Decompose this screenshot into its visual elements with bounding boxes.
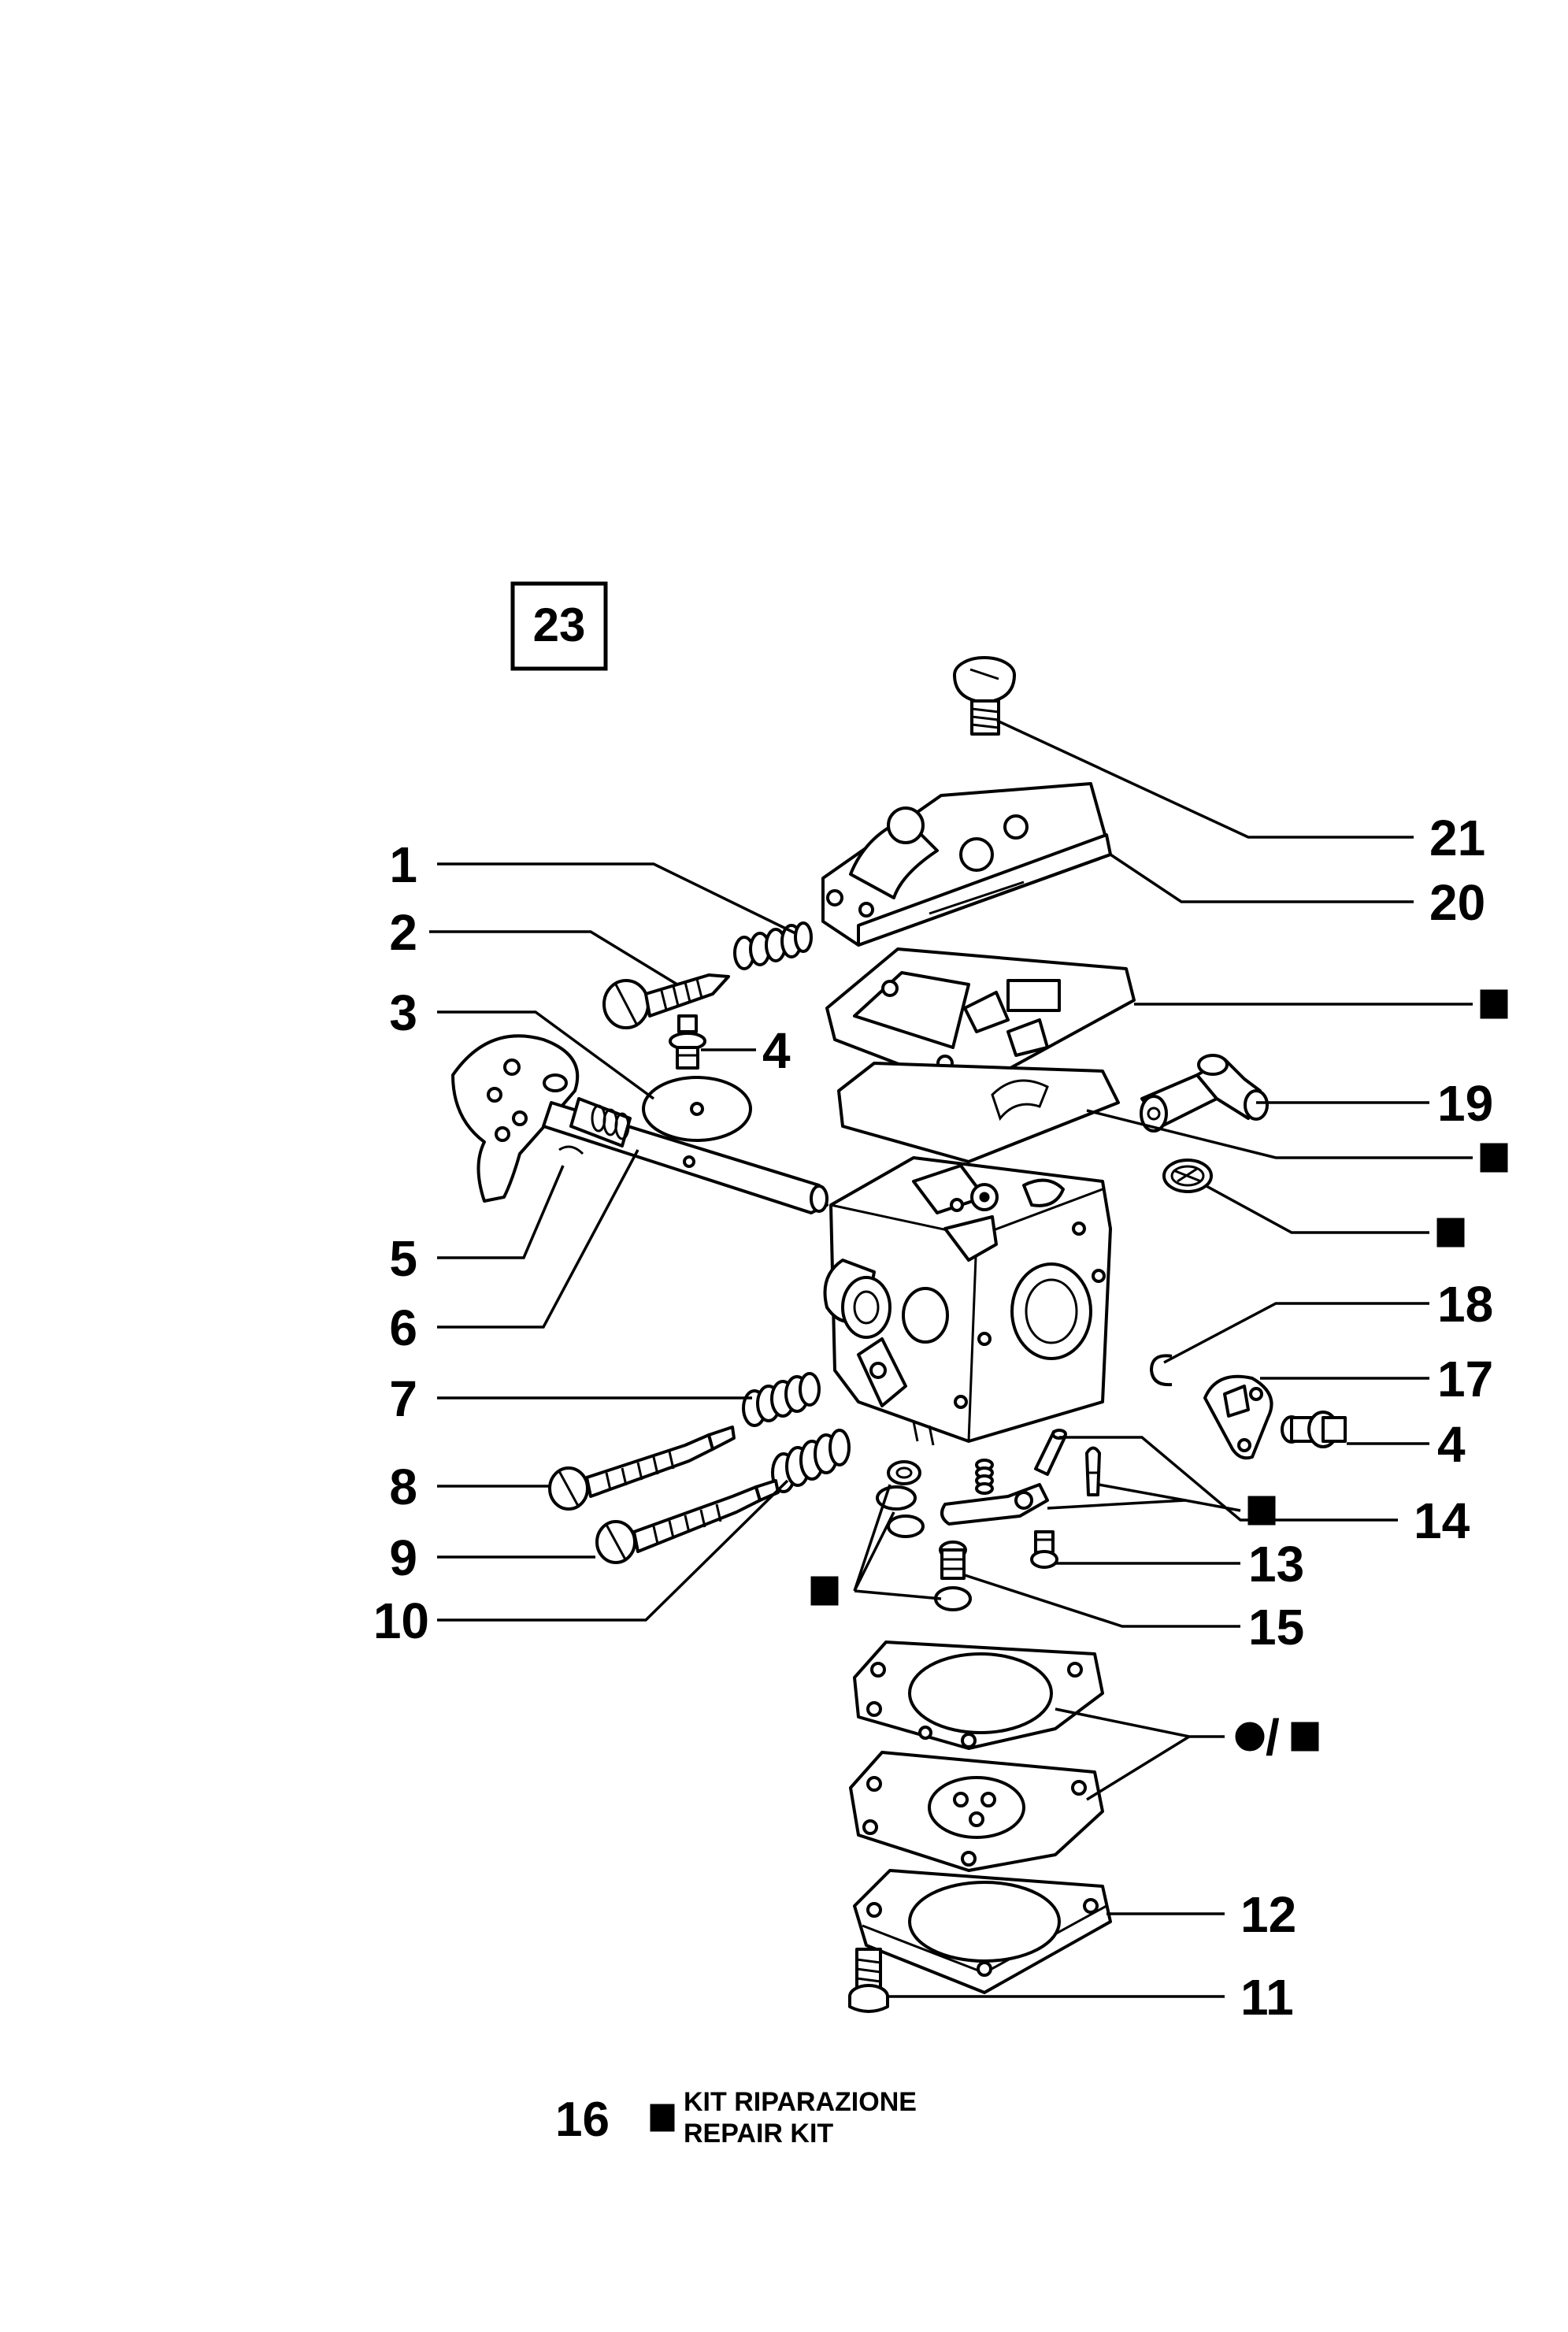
part-10-spring [771, 1429, 851, 1493]
callout-18: 18 [1437, 1276, 1493, 1333]
kit-square-icon [650, 2104, 675, 2132]
kit-square-icon [1247, 1496, 1276, 1526]
figure-number-box: 23 [510, 581, 608, 671]
kit-square-icon [1480, 989, 1508, 1019]
kit-square-icon [1480, 1143, 1508, 1173]
part-6-shaft [542, 1097, 828, 1214]
page-number: 16 [555, 2093, 610, 2147]
callout-4-right: 4 [1437, 1416, 1466, 1473]
filter-screen [1162, 1159, 1213, 1193]
repair-kit-markers: / [810, 989, 1508, 1766]
page-footer: 16 KIT RIPARAZIONE REPAIR KIT [555, 2087, 917, 2148]
callout-20: 20 [1429, 874, 1485, 931]
kit-square-icon [810, 1576, 839, 1606]
part-2-screw [602, 973, 730, 1029]
part-4-screw-left [669, 1014, 706, 1070]
part-1-spring [733, 921, 813, 970]
part-5-lever [451, 1034, 580, 1203]
part-18-clip [1150, 1354, 1173, 1387]
callouts: 1 2 3 4 5 6 7 8 9 10 11 12 13 14 15 17 1… [373, 810, 1493, 2026]
callout-13: 13 [1248, 1536, 1304, 1592]
callout-4-left: 4 [762, 1022, 791, 1079]
kit-label-it: KIT RIPARAZIONE [684, 2087, 917, 2117]
callout-2: 2 [389, 904, 417, 961]
callout-5: 5 [389, 1230, 417, 1287]
part-13-screw [1030, 1530, 1058, 1569]
gasket-membrane-upper [837, 1062, 1120, 1163]
part-17-plate [1203, 1374, 1273, 1460]
small-spring [975, 1459, 994, 1495]
callout-15: 15 [1248, 1599, 1304, 1655]
callout-8: 8 [389, 1459, 417, 1515]
part-19-fitting [1140, 1054, 1269, 1133]
callout-12: 12 [1240, 1886, 1296, 1943]
part-14-pin [1034, 1429, 1067, 1476]
callout-14: 14 [1414, 1492, 1470, 1549]
callout-1: 1 [389, 836, 417, 893]
leader-lines [429, 719, 1473, 1998]
part-21-screw [953, 656, 1016, 736]
callout-9: 9 [389, 1529, 417, 1586]
callout-19: 19 [1437, 1075, 1493, 1132]
symbol-separator: / [1266, 1709, 1280, 1766]
part-4-screw-right [1281, 1411, 1347, 1448]
callout-11: 11 [1240, 1969, 1294, 2026]
gasket-lower-1 [853, 1641, 1104, 1750]
part-15-jet [934, 1540, 972, 1611]
needle-valve [1085, 1446, 1101, 1496]
callout-17: 17 [1437, 1351, 1493, 1407]
kit-label-en: REPAIR KIT [684, 2119, 833, 2148]
kit-square-icon [1291, 1722, 1319, 1752]
part-7-spring [742, 1372, 821, 1427]
circle-bullet-icon [1235, 1722, 1265, 1752]
diaphragm [849, 1751, 1104, 1872]
callout-7: 7 [389, 1370, 417, 1427]
washer-set [876, 1460, 925, 1538]
carburetor-body [823, 1156, 1112, 1446]
part-3-disc [642, 1076, 752, 1142]
part-12-cover [853, 1869, 1112, 1994]
gasket-top [825, 947, 1136, 1092]
part-8-screw [548, 1426, 736, 1511]
part-20-cover [821, 782, 1112, 947]
kit-square-icon [1436, 1218, 1465, 1248]
callout-6: 6 [389, 1299, 417, 1356]
callout-10: 10 [373, 1592, 429, 1649]
callout-3: 3 [389, 984, 417, 1041]
part-9-screw [595, 1479, 780, 1564]
callout-21: 21 [1429, 810, 1485, 866]
part-11-screw [848, 1948, 889, 2013]
inlet-lever [940, 1483, 1049, 1526]
figure-number: 23 [533, 599, 586, 651]
